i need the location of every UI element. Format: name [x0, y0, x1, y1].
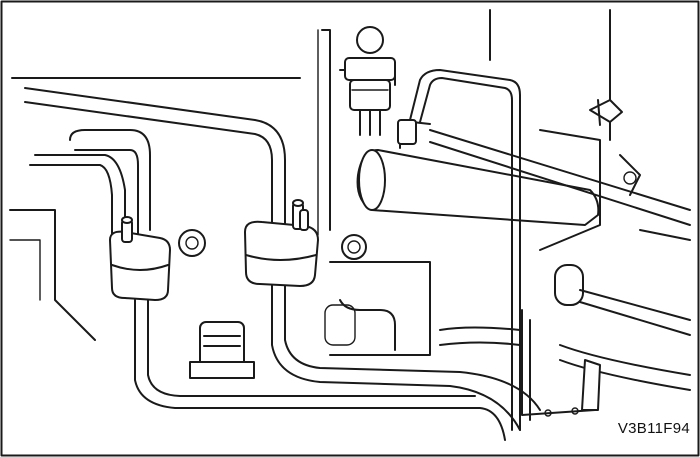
brake-lines: [24, 87, 541, 441]
rubber-grommet: [189, 321, 255, 379]
engine-casting: [324, 234, 521, 356]
bottom-bracket: [521, 309, 601, 421]
figure-code-label: V3B11F94: [617, 420, 690, 437]
center-line-clip: [244, 199, 319, 287]
background-panel: [9, 9, 611, 341]
mounting-hole: [178, 229, 206, 257]
vacuum-hose: [409, 69, 691, 431]
master-cylinder: [339, 69, 600, 226]
left-line-clip: [109, 216, 171, 301]
top-connector: [344, 26, 396, 136]
right-side-components: [539, 99, 691, 391]
